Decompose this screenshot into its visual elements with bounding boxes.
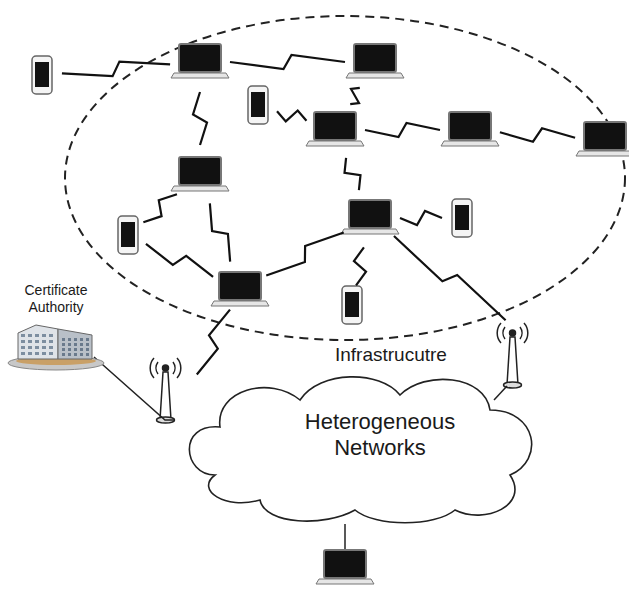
wireless-link [210, 203, 230, 261]
wireless-link [266, 233, 344, 276]
network-cloud: Heterogeneous Networks [175, 365, 545, 525]
cloud-shape [189, 377, 531, 523]
wireless-link [146, 244, 213, 277]
laptop-icon [171, 44, 229, 78]
cloud-label: Heterogeneous Networks [270, 409, 490, 461]
building-icon [6, 319, 106, 371]
phone-icon [248, 86, 268, 124]
left-tower [150, 358, 181, 423]
phone-icon [118, 216, 138, 254]
wireless-link [277, 111, 306, 122]
wireless-link [143, 194, 177, 222]
phone-icon [452, 199, 472, 237]
wireless-link [193, 92, 207, 145]
laptop-icon [171, 157, 229, 191]
region-label: Infrastrucutre [335, 344, 447, 366]
wireless-link [230, 55, 345, 69]
laptop-icon [306, 112, 364, 146]
phone-icon [32, 56, 52, 94]
wired-connector [94, 357, 175, 420]
laptop-icon [346, 44, 404, 78]
phone-icon [342, 286, 362, 324]
wireless-link [394, 236, 506, 320]
devices [32, 44, 629, 584]
authority-label: Certificate Authority [13, 282, 99, 316]
laptop-icon [576, 122, 629, 156]
authority-node: Certificate Authority [6, 282, 106, 371]
wireless-link [400, 211, 442, 225]
laptop-icon [441, 112, 499, 146]
wireless-link [350, 88, 360, 104]
laptop-icon [316, 550, 374, 584]
wired-link [344, 524, 346, 550]
laptop-icon [341, 200, 399, 234]
adhoc-region [65, 16, 625, 340]
wireless-link [62, 62, 170, 77]
wireless-link [354, 247, 366, 285]
wireless-link [345, 158, 361, 190]
wireless-link [500, 128, 575, 141]
wireless-link [365, 123, 440, 137]
right-tower [497, 323, 528, 388]
laptop-icon [211, 272, 269, 306]
wireless-link [197, 310, 230, 375]
tower-link [494, 386, 507, 400]
